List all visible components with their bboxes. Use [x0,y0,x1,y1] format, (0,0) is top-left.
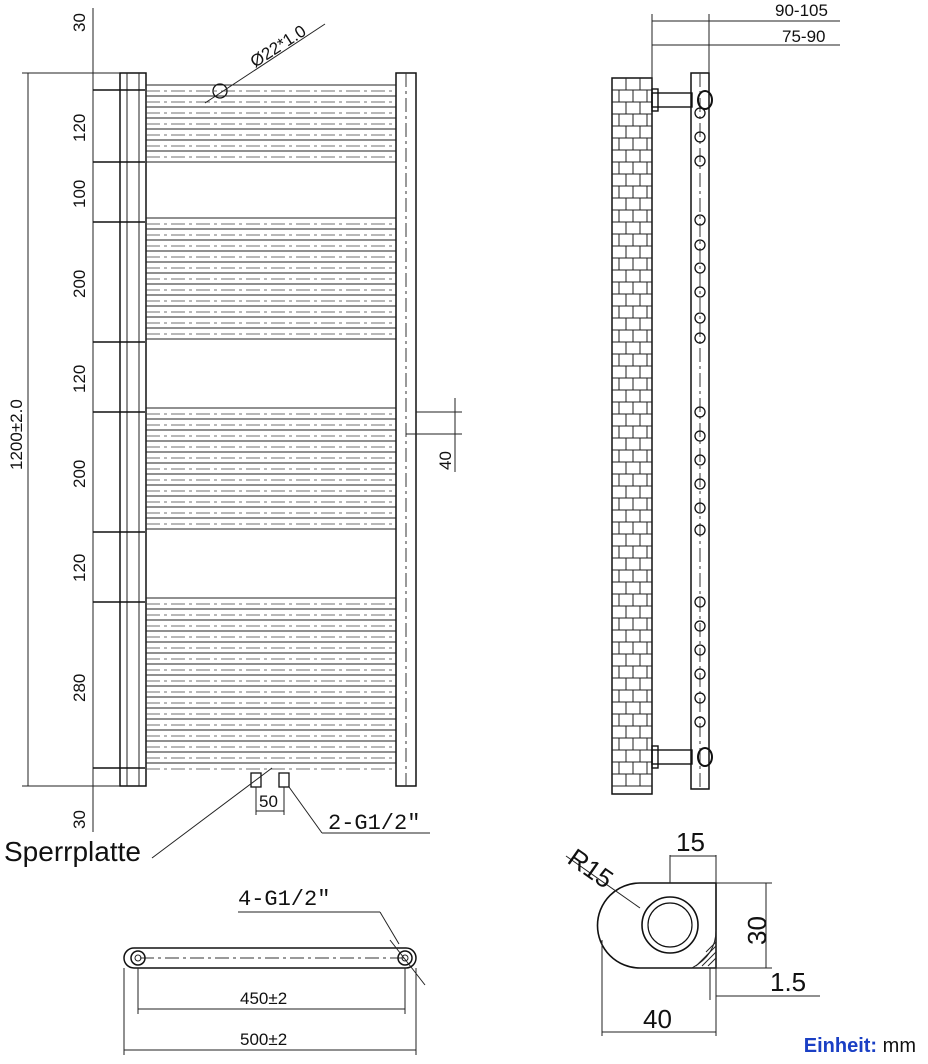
depth-inner-label: 75-90 [782,27,825,46]
unit-label: Einheit: mm [804,1035,916,1058]
center-distance-label: 450±2 [240,989,287,1008]
segment-dim-2: 100 [70,180,89,208]
bar-section-circle-4 [694,239,706,251]
bar-section-circle-19 [694,692,706,704]
bar-section-circle-20 [694,716,706,728]
unit-value: mm [882,1035,916,1057]
top-view: 4-G1/2" 450±2 500±2 [123,887,426,1055]
inlet-thread-label: 2-G1/2" [328,811,420,836]
top-right-port [397,950,413,966]
width-top-label: 15 [676,827,705,857]
bar-sections [694,107,706,728]
offset-dim-label: 40 [436,451,455,470]
segment-dim-1: 120 [70,114,89,142]
pipe-ring-outer [641,896,699,954]
side-view: 90-105 75-90 [611,1,840,795]
bar-section-circle-10 [694,430,706,442]
brick-pattern [612,78,652,787]
bar-section-circle-7 [694,312,706,324]
sperrplatte-label: Sperrplatte [4,836,141,867]
horizontal-bars [146,84,396,770]
pipe-section-circle [212,83,228,99]
bar-section-circle-5 [694,262,706,274]
bar-section-circle-9 [694,406,706,418]
segment-dim-7: 280 [70,674,89,702]
bar-section-circle-0 [694,107,706,119]
wall-thickness-label: 1.5 [770,967,806,997]
section-view: R15 15 30 1.5 40 [563,827,820,1036]
pipe-ring-inner [647,902,693,948]
segment-dim-0: 30 [70,13,89,32]
inlet-right [278,772,290,788]
bar-section-circle-6 [694,286,706,298]
segment-dim-4: 120 [70,365,89,393]
bar-section-circle-3 [694,214,706,226]
segment-dim-3: 200 [70,270,89,298]
brick-wall [611,77,653,795]
top-left-port [130,950,146,966]
bar-section-circle-16 [694,620,706,632]
top-thread-label: 4-G1/2" [238,887,330,912]
segment-dim-8: 30 [70,810,89,829]
bar-section-circle-12 [694,478,706,490]
bar-section-circle-17 [694,644,706,656]
bar-section-circle-8 [694,332,706,344]
overall-height-label: 1200±2.0 [7,399,26,470]
segment-dimensions: 30 120 100 200 120 200 120 280 30 [70,13,145,829]
inlet-spacing-label: 50 [259,792,278,811]
bar-section-circle-14 [694,524,706,536]
front-view: Ø22*1.0 1200±2.0 30 120 100 200 120 200 … [4,8,462,867]
overall-width-label: 500±2 [240,1030,287,1049]
bar-section-circle-1 [694,131,706,143]
left-header-tube [119,72,147,787]
width-label: 40 [643,1004,672,1034]
bar-section-circle-2 [694,155,706,167]
segment-dim-6: 120 [70,554,89,582]
bar-section-circle-13 [694,502,706,514]
bar-section-circle-15 [694,596,706,608]
bar-section-circle-11 [694,454,706,466]
depth-outer-label: 90-105 [775,1,828,20]
height-label: 30 [742,916,772,945]
unit-key: Einheit: [803,1035,878,1057]
bracket-profile [596,882,717,969]
pipe-diameter-label: Ø22*1.0 [247,21,310,71]
segment-dim-5: 200 [70,460,89,488]
top-view-body [123,947,417,969]
radius-label: R15 [563,842,619,894]
bar-section-circle-18 [694,668,706,680]
